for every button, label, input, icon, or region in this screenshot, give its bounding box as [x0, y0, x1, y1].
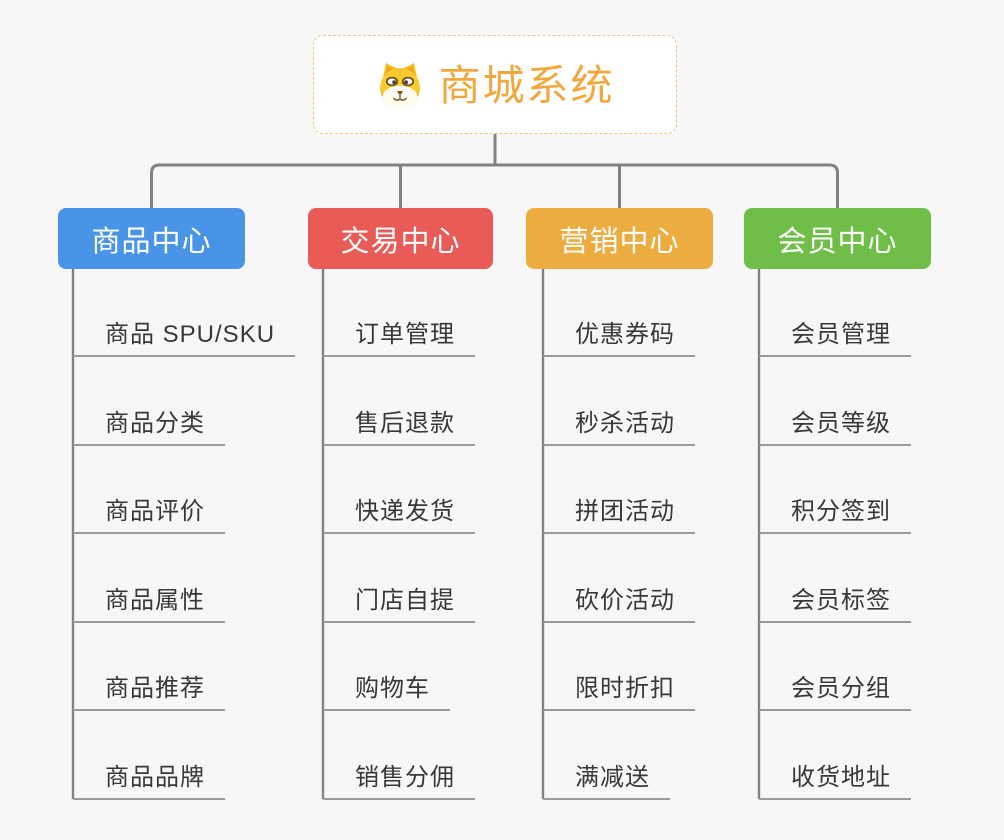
leaf-node[interactable]: 销售分佣 [323, 763, 475, 800]
branch-header-label: 营销中心 [559, 225, 680, 258]
leaf-node[interactable]: 售后退款 [323, 409, 475, 446]
leaf-node[interactable]: 满减送 [543, 763, 670, 800]
leaf-node[interactable]: 商品 SPU/SKU [73, 320, 296, 357]
leaf-node[interactable]: 商品品牌 [73, 763, 225, 800]
leaf-node[interactable]: 会员标签 [759, 586, 911, 623]
leaf-node[interactable]: 订单管理 [323, 320, 475, 357]
branch-header-label: 会员中心 [777, 225, 898, 258]
leaf-node[interactable]: 快递发货 [323, 497, 475, 534]
leaf-node[interactable]: 积分签到 [759, 497, 911, 534]
leaf-node[interactable]: 门店自提 [323, 586, 475, 623]
branch-header-product-center[interactable]: 商品中心 [58, 208, 245, 269]
leaf-node[interactable]: 商品推荐 [73, 674, 225, 711]
leaf-node[interactable]: 会员管理 [759, 320, 911, 357]
branch-header-label: 交易中心 [340, 225, 461, 258]
branch-header-label: 商品中心 [91, 225, 212, 258]
dog-face-icon [380, 62, 421, 109]
leaf-node[interactable]: 购物车 [323, 674, 450, 711]
leaf-node[interactable]: 收货地址 [759, 763, 911, 800]
leaf-node[interactable]: 商品评价 [73, 497, 225, 534]
branch-header-marketing-center[interactable]: 营销中心 [526, 208, 713, 269]
root-title: 商城系统 [438, 61, 615, 109]
leaf-node[interactable]: 会员分组 [759, 674, 911, 711]
leaf-node[interactable]: 优惠券码 [543, 320, 695, 357]
leaf-node[interactable]: 砍价活动 [543, 586, 695, 623]
branch-header-member-center[interactable]: 会员中心 [744, 208, 931, 269]
root-node[interactable]: 商城系统 [313, 35, 677, 134]
leaf-node[interactable]: 商品分类 [73, 409, 225, 446]
leaf-node[interactable]: 拼团活动 [543, 497, 695, 534]
leaf-node[interactable]: 秒杀活动 [543, 409, 695, 446]
leaf-node[interactable]: 会员等级 [759, 409, 911, 446]
leaf-node[interactable]: 限时折扣 [543, 674, 695, 711]
branch-header-trade-center[interactable]: 交易中心 [308, 208, 493, 269]
branch-bus-line [150, 163, 839, 209]
leaf-node[interactable]: 商品属性 [73, 586, 225, 623]
